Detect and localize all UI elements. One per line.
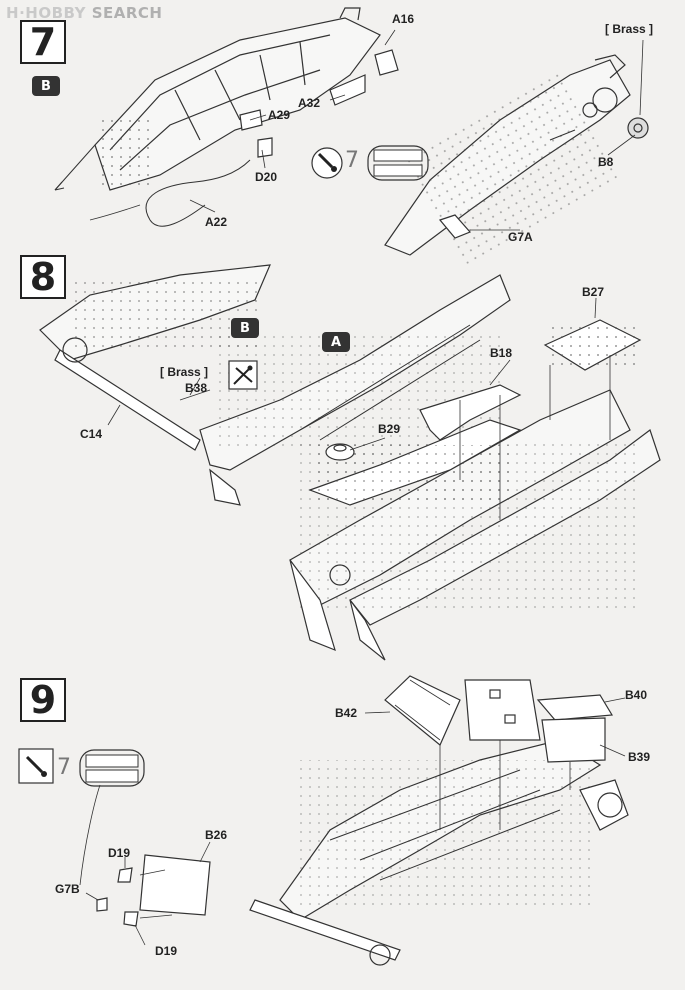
hobbysearch-watermark: H·HOBBY SEARCH	[6, 4, 163, 22]
label-g7a: G7A	[508, 230, 533, 244]
step9-reference-callout	[18, 748, 145, 787]
label-d19-top: D19	[108, 846, 131, 860]
step7-reference-number: 7	[345, 148, 359, 173]
label-a29: A29	[268, 108, 291, 122]
label-b27: B27	[582, 285, 605, 299]
label-a32: A32	[298, 96, 321, 110]
step7-frame-left	[54, 7, 399, 227]
step8-plates	[308, 319, 642, 520]
step7-reference-callout	[311, 145, 429, 181]
label-b38: B38	[185, 381, 208, 395]
label-a16: A16	[392, 12, 415, 26]
watermark-brand: HOBBY	[25, 4, 86, 22]
label-b18: B18	[490, 346, 513, 360]
step9-plates	[96, 675, 614, 927]
label-b40: B40	[625, 688, 648, 702]
label-g7b: G7B	[55, 882, 80, 896]
step9-frame	[249, 739, 629, 966]
step9-number: 9	[20, 678, 66, 722]
label-b42: B42	[335, 706, 358, 720]
label-d20: D20	[255, 170, 278, 184]
watermark-suffix: SEARCH	[91, 4, 163, 22]
leader-lines	[79, 29, 644, 946]
step8-part-tree-badge-b: B	[231, 318, 259, 338]
step8-number: 8	[20, 255, 66, 299]
cut-tool-icon	[228, 360, 258, 390]
label-a22: A22	[205, 215, 228, 229]
step9-reference-number: 7	[57, 755, 71, 780]
label-brass-step8: [ Brass ]	[160, 365, 209, 379]
label-b26: B26	[205, 828, 228, 842]
step7-number: 7	[20, 20, 66, 64]
step8-part-tree-badge-a: A	[322, 332, 350, 352]
step8-frame-top	[39, 264, 511, 506]
label-b8: B8	[598, 155, 614, 169]
label-b39: B39	[628, 750, 651, 764]
label-b29: B29	[378, 422, 401, 436]
label-d19-bottom: D19	[155, 944, 178, 958]
label-c14: C14	[80, 427, 103, 441]
step7-frame-right	[384, 54, 649, 267]
watermark-logo: H	[6, 4, 20, 22]
label-brass-step7: [ Brass ]	[605, 22, 654, 36]
step7-part-tree-badge: B	[32, 76, 60, 96]
